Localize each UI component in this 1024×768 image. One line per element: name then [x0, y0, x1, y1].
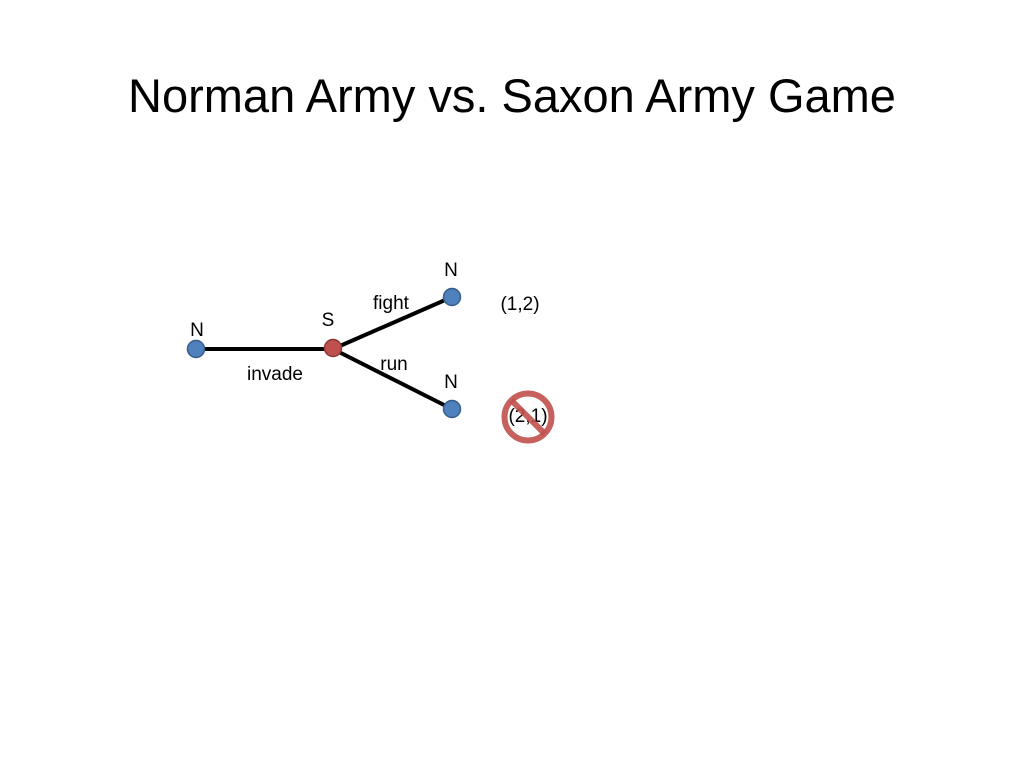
- top-leaf-node-label: N: [444, 260, 458, 281]
- edge-label-invade: invade: [247, 364, 303, 385]
- payoff-fight: (1,2): [500, 294, 539, 315]
- edge-run: [332, 347, 453, 411]
- bottom-leaf-node-label: N: [444, 372, 458, 393]
- edge-label-run: run: [380, 354, 407, 375]
- edge-label-fight: fight: [373, 293, 410, 314]
- norman-root-node: [186, 339, 206, 359]
- saxon-node-label: S: [322, 310, 335, 331]
- slide-title: Norman Army vs. Saxon Army Game: [128, 69, 896, 122]
- norman-fight-leaf-node: [442, 287, 462, 307]
- no-symbol-icon: [501, 390, 555, 444]
- root-node-label: N: [190, 320, 204, 341]
- saxon-node: [323, 338, 343, 358]
- norman-run-leaf-node: [442, 399, 462, 419]
- edge-fight: [332, 295, 453, 351]
